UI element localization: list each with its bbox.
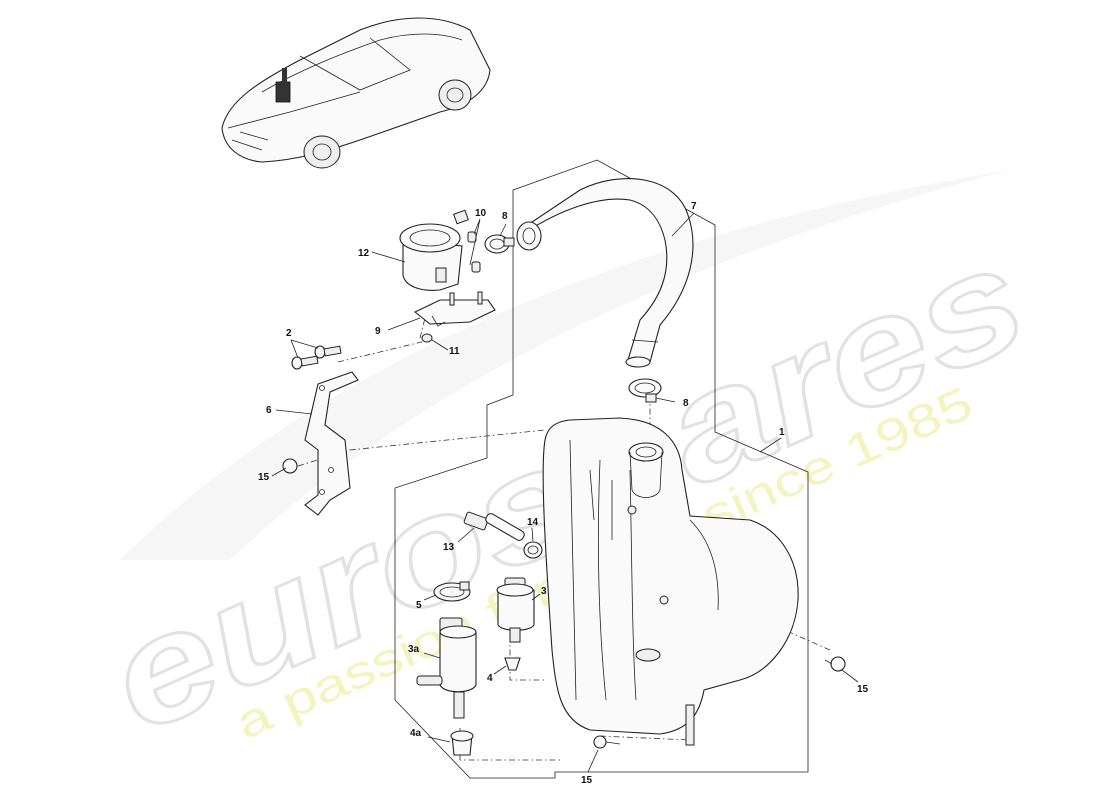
part-11-bolt — [421, 333, 433, 343]
assembly-boundary-outline — [394, 159, 809, 779]
callout-12: 12 — [358, 248, 370, 259]
callout-11: 11 — [449, 346, 460, 357]
part-15-clip-left — [282, 458, 298, 474]
callout-9: 9 — [375, 326, 381, 337]
part-4-grommet — [504, 657, 521, 671]
leader-dash-lines — [297, 317, 831, 761]
callout-15-left: 15 — [258, 472, 270, 483]
callout-7: 7 — [691, 201, 697, 212]
callout-labels: 1 2 3 3a 4 4a 5 6 7 8 8 9 10 11 12 13 14… — [258, 201, 869, 786]
part-5-clamp — [433, 581, 471, 602]
part-1-washer-reservoir — [542, 417, 799, 746]
callout-15-right: 15 — [857, 684, 869, 695]
callout-3: 3 — [541, 586, 547, 597]
callout-3a: 3a — [408, 644, 420, 655]
callout-14: 14 — [527, 517, 539, 528]
part-3a-washer-pump — [416, 617, 477, 719]
part-7-filler-hose — [516, 178, 694, 368]
part-10-clips — [467, 231, 481, 273]
callout-6: 6 — [266, 405, 272, 416]
callout-15-bottom: 15 — [581, 775, 593, 786]
part-15-clip-right — [824, 656, 846, 672]
part-6-bracket — [304, 371, 359, 516]
callout-2: 2 — [286, 328, 292, 339]
part-9-bracket — [413, 291, 496, 327]
part-15-clip-bottom — [593, 735, 621, 749]
part-8-hose-clamp-top — [484, 234, 515, 254]
part-13-level-sensor — [463, 511, 525, 541]
part-3-washer-pump — [496, 577, 535, 643]
callout-13: 13 — [443, 542, 455, 553]
callout-1: 1 — [779, 427, 785, 438]
callout-4: 4 — [487, 673, 493, 684]
callout-5: 5 — [416, 600, 422, 611]
callout-leader-lines — [271, 212, 859, 773]
part-4a-grommet — [450, 730, 474, 756]
car-locator-illustration — [221, 17, 491, 169]
callout-4a: 4a — [410, 728, 422, 739]
callout-8-middle: 8 — [683, 398, 689, 409]
callout-10: 10 — [475, 208, 487, 219]
part-2-bolts — [291, 345, 342, 370]
callout-8-top: 8 — [502, 211, 508, 222]
part-8-hose-clamp-middle — [628, 378, 662, 403]
part-12-filler-neck — [399, 209, 469, 291]
part-14-grommet — [523, 541, 543, 559]
